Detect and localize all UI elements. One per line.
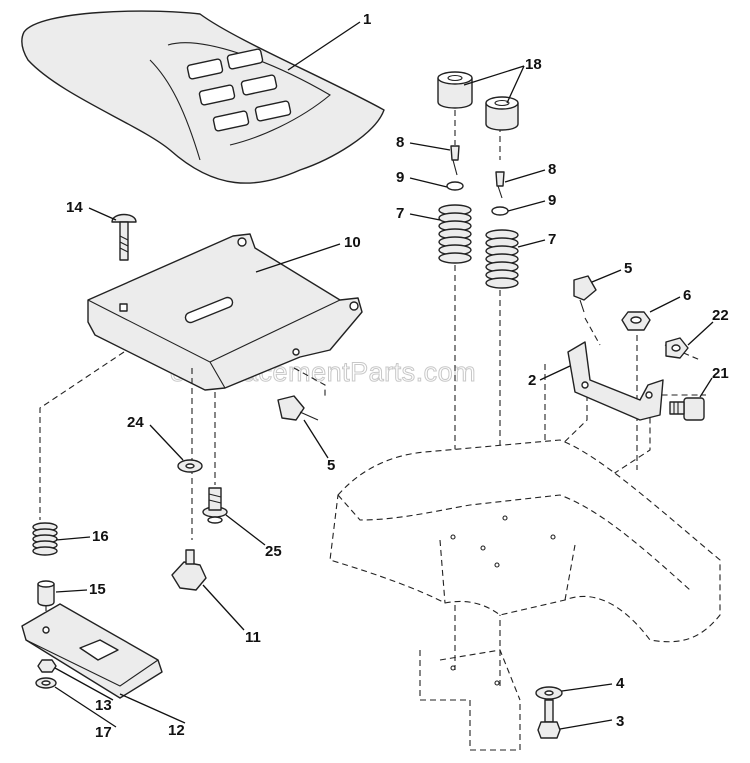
spring-right (485, 229, 519, 289)
carriage-bolt (111, 213, 137, 261)
screw-right (495, 171, 505, 199)
bracket (567, 341, 664, 421)
callout-24: 24 (127, 414, 144, 431)
flat-washer (177, 459, 203, 473)
shoulder-bolt (669, 397, 705, 421)
callout-16: 16 (92, 528, 109, 545)
frame-bolt (537, 699, 561, 739)
callout-6: 6 (683, 287, 691, 304)
callout-13: 13 (95, 697, 112, 714)
frame-washer (535, 686, 563, 700)
callout-4: 4 (616, 675, 625, 692)
lower-washer (35, 677, 57, 689)
callout-9-right: 9 (548, 192, 556, 209)
callout-8-left: 8 (396, 134, 404, 151)
callout-15: 15 (89, 581, 106, 598)
callout-7-left: 7 (396, 205, 404, 222)
callout-11: 11 (245, 629, 261, 646)
washer-right (491, 206, 509, 216)
callout-2: 2 (528, 372, 536, 389)
knob-right (573, 275, 597, 313)
callout-5-left: 5 (327, 457, 335, 474)
callout-17: 17 (95, 724, 112, 741)
callout-5-right: 5 (624, 260, 632, 277)
lower-nut (37, 659, 57, 673)
small-spring (32, 522, 58, 556)
knob-left (277, 395, 319, 421)
seat (21, 10, 385, 184)
callout-10: 10 (344, 234, 361, 251)
washer-left (446, 181, 464, 191)
callout-22: 22 (712, 307, 729, 324)
callout-9-left: 9 (396, 169, 404, 186)
screw-left (450, 145, 460, 176)
spring-left (438, 204, 472, 264)
tractor-frame-outline (329, 439, 721, 751)
callout-labels: 1 18 8 9 7 8 9 7 14 10 5 6 22 2 21 24 5 … (66, 11, 729, 741)
callout-14: 14 (66, 199, 83, 216)
seat-pan (87, 233, 363, 391)
callout-7-right: 7 (548, 231, 556, 248)
spacer-right (485, 96, 519, 131)
callout-25: 25 (265, 543, 282, 560)
flange-bolt (202, 487, 228, 524)
callout-18: 18 (525, 56, 542, 73)
callout-21: 21 (712, 365, 729, 382)
callout-leaders (54, 21, 714, 730)
callout-12: 12 (168, 722, 185, 739)
lock-nut (665, 337, 689, 359)
spacer-left (437, 71, 473, 109)
bushing (37, 580, 55, 607)
callout-1: 1 (363, 11, 371, 28)
callout-3: 3 (616, 713, 624, 730)
wing-knob (171, 549, 207, 591)
adjuster-plate (21, 603, 163, 699)
callout-8-right: 8 (548, 161, 556, 178)
hex-nut (621, 311, 651, 331)
